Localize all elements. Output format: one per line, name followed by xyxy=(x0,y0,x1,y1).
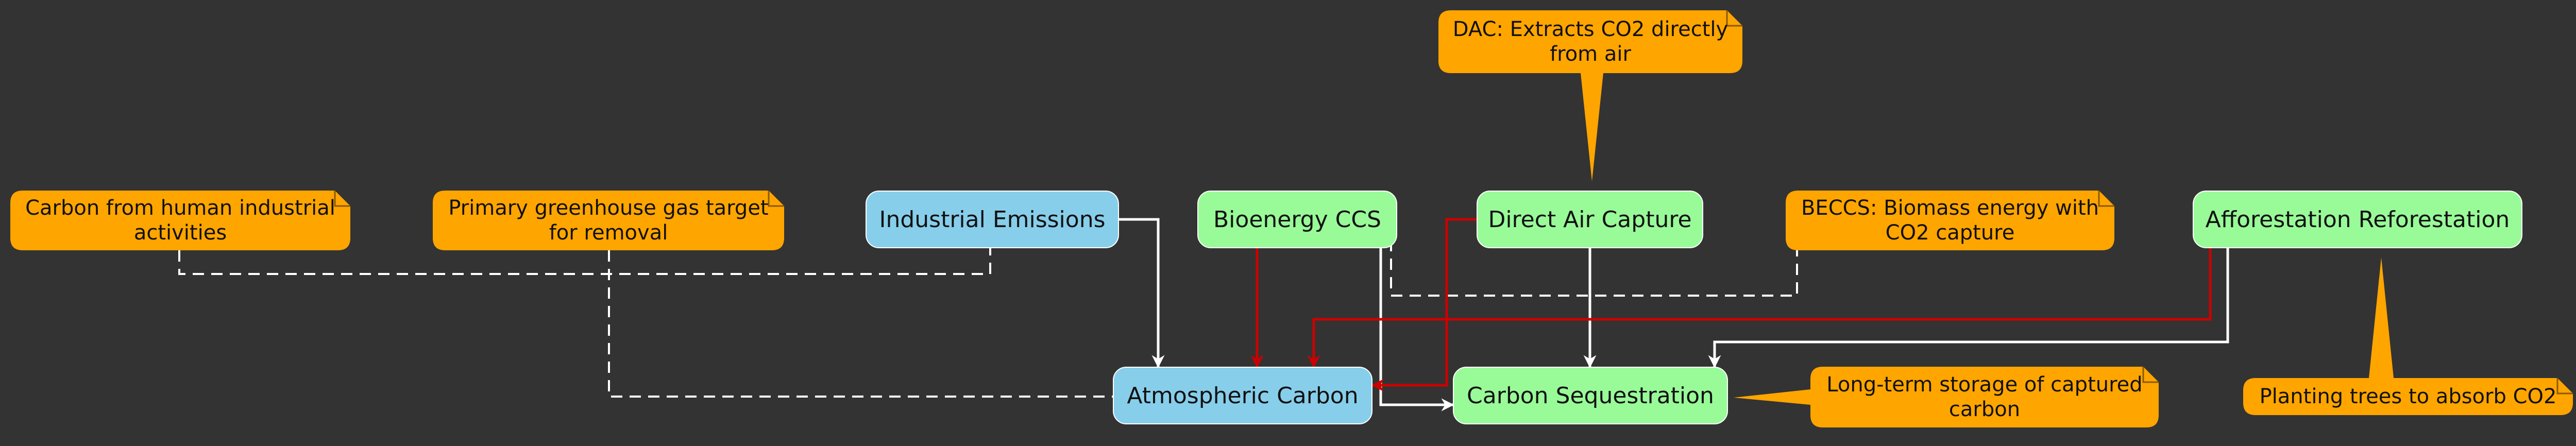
node-industrial-emissions[interactable]: Industrial Emissions xyxy=(866,191,1119,248)
note-greenhouse-gas-target: Primary greenhouse gas target for remova… xyxy=(448,196,769,245)
node-bioenergy-ccs[interactable]: Bioenergy CCS xyxy=(1197,191,1397,248)
dashed-link-atmospheric-note xyxy=(608,250,1113,398)
note-shape-industrial xyxy=(10,191,350,250)
note-dac-description: DAC: Extracts CO2 directly from air xyxy=(1452,18,1728,66)
node-atmospheric-carbon[interactable]: Atmospheric Carbon xyxy=(1113,367,1372,424)
dashed-link-industrial-note xyxy=(178,248,991,275)
note-shape-sequestration xyxy=(1734,367,2159,427)
note-long-term-storage: Long-term storage of captured carbon xyxy=(1826,373,2143,421)
note-shape-atmospheric xyxy=(433,191,784,250)
note-industrial-activities: Carbon from human industrial activities xyxy=(25,196,335,245)
note-beccs-description: BECCS: Biomass energy with CO2 capture xyxy=(1801,196,2099,245)
red-arrow-dac-to-atmospheric xyxy=(1371,218,1477,392)
arrow-industrial-to-atmospheric xyxy=(1119,218,1165,368)
node-direct-air-capture[interactable]: Direct Air Capture xyxy=(1477,191,1703,248)
note-shape-afforestation xyxy=(2243,258,2573,415)
red-arrow-afforestation-to-atmospheric xyxy=(1307,248,2212,368)
note-shape-beccs xyxy=(1786,191,2114,250)
node-carbon-sequestration[interactable]: Carbon Sequestration xyxy=(1453,367,1728,424)
note-planting-trees: Planting trees to absorb CO2 xyxy=(2259,385,2557,408)
node-afforestation-reforestation[interactable]: Afforestation Reforestation xyxy=(2193,191,2522,248)
note-shape-dac xyxy=(1438,10,1742,181)
arrow-afforestation-to-sequestration xyxy=(1708,248,2229,368)
